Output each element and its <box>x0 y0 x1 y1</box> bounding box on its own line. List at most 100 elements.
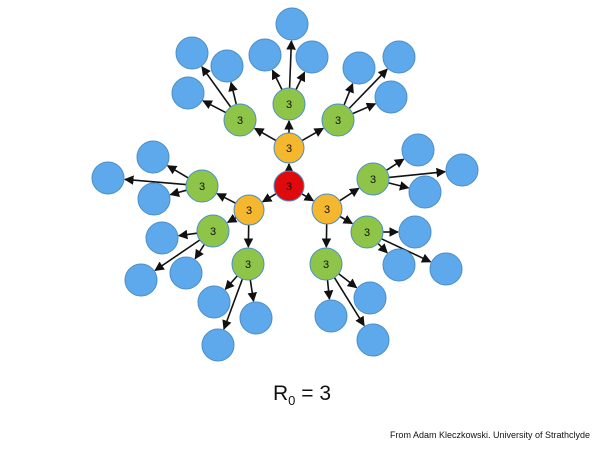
generation-2-node-circle <box>356 162 390 196</box>
r0-symbol: R <box>272 382 289 405</box>
generation-3-node-circle <box>275 7 309 41</box>
generation-2-node: 3 <box>223 103 257 137</box>
generation-3-node <box>124 263 158 297</box>
generation-1-node-label: 3 <box>286 143 292 155</box>
edge-gen2-to-gen3 <box>333 277 365 327</box>
edge-gen2-to-gen3 <box>228 81 238 105</box>
generation-1-node-circle <box>233 194 265 226</box>
edge-gen2-to-gen3 <box>338 273 358 289</box>
generation-3-node <box>210 49 244 83</box>
edge-gen2-to-gen3 <box>271 69 283 90</box>
generation-3-node <box>248 38 282 72</box>
generation-3-node <box>382 248 416 282</box>
edge-gen1-to-gen2 <box>253 127 277 142</box>
generation-3-node <box>445 153 479 187</box>
generation-2-node: 3 <box>356 162 390 196</box>
generation-3-node <box>175 36 209 70</box>
generation-2-node-circle <box>223 103 257 137</box>
generation-3-node-circle <box>408 175 442 209</box>
generation-2-node-circle <box>309 247 343 281</box>
generation-3-node <box>382 40 416 74</box>
generation-2-node-circle <box>272 87 306 121</box>
generation-3-node <box>353 281 387 315</box>
edge-gen2-to-gen3 <box>123 175 187 186</box>
edge-gen2-to-gen3 <box>201 66 232 108</box>
generation-3-node-circle <box>356 323 390 357</box>
generation-3-node-circle <box>374 80 408 114</box>
generation-3-node-circle <box>248 38 282 72</box>
edge-gen1-to-gen2 <box>226 213 238 224</box>
generation-2-node-label: 3 <box>199 181 205 193</box>
generation-3-node <box>137 182 171 216</box>
generation-3-node <box>356 323 390 357</box>
generation-2-node-circle <box>185 169 219 203</box>
generation-3-node-circle <box>169 256 203 290</box>
edge-gen2-to-gen3 <box>202 100 227 114</box>
edge-gen2-to-gen3 <box>377 242 388 254</box>
edge-gen2-to-gen3 <box>388 167 447 179</box>
edge-index-to-gen1 <box>261 193 277 203</box>
generation-3-node-circle <box>429 252 463 286</box>
r0-value: = 3 <box>295 382 332 405</box>
generation-2-node-label: 3 <box>370 174 376 186</box>
edge-gen2-to-gen3 <box>154 239 201 272</box>
edge-gen2-to-gen3 <box>247 279 257 303</box>
generation-3-node-circle <box>201 328 235 362</box>
generation-1-node: 3 <box>273 132 305 164</box>
edge-gen2-to-gen3 <box>222 278 244 331</box>
generation-3-node <box>145 221 179 255</box>
generation-2-node-circle <box>231 247 265 281</box>
generation-2-node-circle <box>196 214 230 248</box>
edge-gen1-to-gen2 <box>339 215 354 225</box>
edge-gen2-to-gen3 <box>286 40 296 89</box>
generation-1-node: 3 <box>233 194 265 226</box>
edge-gen1-to-gen2 <box>339 187 360 202</box>
generation-3-node <box>408 175 442 209</box>
generation-2-node: 3 <box>185 169 219 203</box>
edge-gen2-to-gen3 <box>348 68 388 110</box>
generation-3-node-circle <box>401 133 435 167</box>
generation-3-node <box>374 80 408 114</box>
generation-2-node: 3 <box>350 215 384 249</box>
generation-3-node <box>342 51 376 85</box>
index-case-node: 3 <box>273 170 305 202</box>
edge-gen2-to-gen3 <box>385 158 405 171</box>
generation-3-node <box>314 299 348 333</box>
generation-2-node-label: 3 <box>364 227 370 239</box>
generation-2-node: 3 <box>309 247 343 281</box>
generation-3-node-circle <box>171 76 205 110</box>
generation-2-node: 3 <box>272 87 306 121</box>
generation-3-node <box>429 252 463 286</box>
generation-3-node <box>136 140 170 174</box>
generation-3-node-circle <box>314 299 348 333</box>
edge-gen1-to-gen2 <box>301 127 325 142</box>
index-case-node-label: 3 <box>286 181 292 193</box>
edge-gen2-to-gen3 <box>295 71 306 90</box>
generation-1-node-label: 3 <box>246 205 252 217</box>
generation-3-node-circle <box>398 215 432 249</box>
generation-2-node-label: 3 <box>237 115 243 127</box>
generation-3-node-circle <box>175 36 209 70</box>
generation-1-node: 3 <box>311 193 343 225</box>
generation-3-node-circle <box>91 161 125 195</box>
generation-3-node <box>295 40 329 74</box>
generation-3-node-circle <box>137 182 171 216</box>
generation-3-node-circle <box>445 153 479 187</box>
edge-gen2-to-gen3 <box>169 187 187 197</box>
generation-3-node-circle <box>124 263 158 297</box>
generation-2-node-label: 3 <box>210 226 216 238</box>
generation-3-node <box>275 7 309 41</box>
generation-2-node: 3 <box>321 103 355 137</box>
generation-3-node <box>201 328 235 362</box>
generation-3-node <box>398 215 432 249</box>
edge-gen2-to-gen3 <box>352 102 377 115</box>
source-credit: From Adam Kleczkowski. University of Str… <box>389 430 590 440</box>
generation-2-node-circle <box>350 215 384 249</box>
generation-2-node: 3 <box>196 214 230 248</box>
generation-3-node-circle <box>210 49 244 83</box>
generation-3-node <box>239 301 273 335</box>
edge-gen2-to-gen3 <box>388 181 410 191</box>
generation-3-node-circle <box>382 248 416 282</box>
generation-3-node-circle <box>382 40 416 74</box>
